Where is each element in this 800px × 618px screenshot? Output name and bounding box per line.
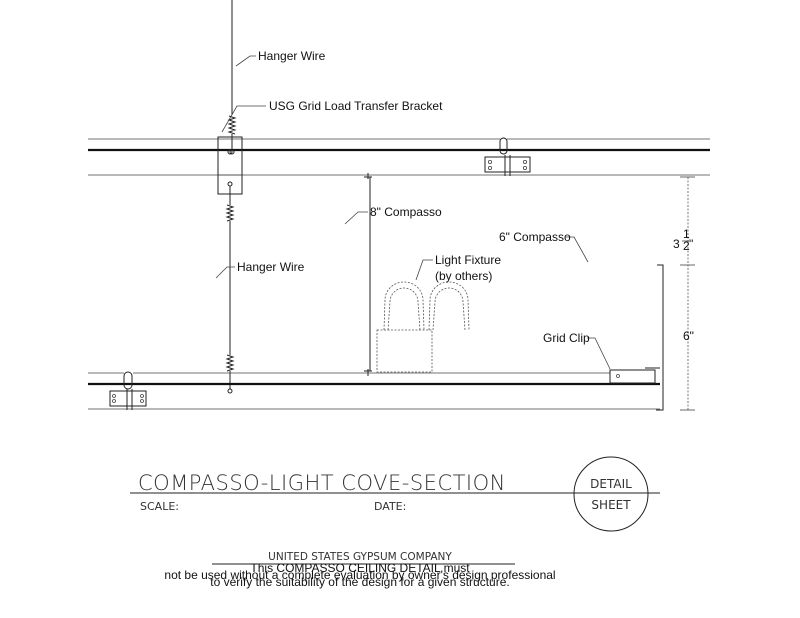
label-hanger-wire-mid: Hanger Wire <box>237 260 305 274</box>
drawing-title: COMPASSO-LIGHT COVE-SECTION <box>138 471 506 495</box>
lower-grid-connector-clip <box>109 371 147 410</box>
svg-text:3: 3 <box>673 237 680 251</box>
upper-grid-connector-clip <box>484 137 531 176</box>
disclaimer-line-3: to verify the suitability of the design … <box>210 575 509 589</box>
svg-text:": " <box>689 237 693 251</box>
hanger-wire-upper <box>227 0 237 155</box>
detail-label: DETAIL <box>590 477 632 491</box>
label-hanger-wire-top: Hanger Wire <box>258 49 326 63</box>
label-grid-clip: Grid Clip <box>543 331 590 345</box>
date-label: DATE: <box>374 500 406 513</box>
svg-text:2: 2 <box>683 239 690 253</box>
dimension-line <box>680 176 695 411</box>
compasso-8in-trim <box>364 173 372 376</box>
grid-clip <box>609 369 656 384</box>
label-load-transfer-bracket: USG Grid Load Transfer Bracket <box>269 99 443 113</box>
label-8in-compasso: 8" Compasso <box>370 205 442 219</box>
svg-text:1: 1 <box>683 227 690 241</box>
upper-grid-main-tee <box>88 138 710 176</box>
disclaimer-line-2: not be used without a complete evaluatio… <box>164 568 555 582</box>
dimension-upper: 3 1 2 " <box>673 227 693 253</box>
lower-grid-main-tee <box>88 372 660 410</box>
label-by-others: (by others) <box>435 269 492 283</box>
hanger-wire-lower <box>225 186 235 394</box>
label-6in-compasso: 6" Compasso <box>499 230 571 244</box>
scale-label: SCALE: <box>140 500 179 513</box>
label-light-fixture: Light Fixture <box>435 253 501 267</box>
light-fixture <box>376 281 470 373</box>
disclaimer-line-1: This COMPASSO CEILING DETAIL must <box>250 561 470 575</box>
dimension-lower: 6" <box>683 329 694 343</box>
sheet-label: SHEET <box>591 498 631 512</box>
detail-sheet-bubble <box>573 456 649 532</box>
company-name: UNITED STATES GYPSUM COMPANY <box>268 551 452 563</box>
load-transfer-bracket <box>217 136 243 195</box>
compasso-6in-trim <box>645 264 664 411</box>
